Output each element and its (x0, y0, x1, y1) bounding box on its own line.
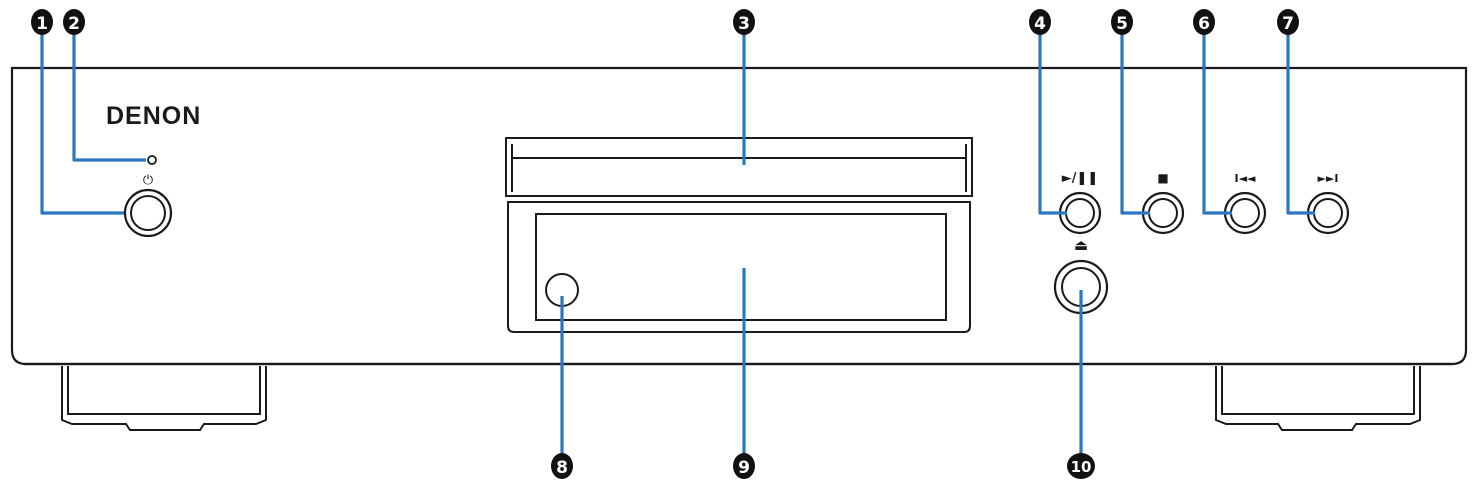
callout-9: 9 (733, 453, 755, 479)
svg-text:8: 8 (556, 458, 568, 478)
play-pause-group: ►/❚❚ (1058, 171, 1102, 235)
previous-group: I◄◄ (1223, 172, 1267, 235)
callout-3: 3 (733, 9, 755, 35)
callout-5: 5 (1111, 9, 1133, 35)
power-indicator-led (147, 155, 157, 165)
leader-6 (1202, 34, 1232, 215)
play-pause-icon: ►/❚❚ (1062, 171, 1099, 186)
svg-text:6: 6 (1198, 14, 1210, 34)
foot-left (61, 366, 267, 431)
leader-1 (40, 34, 124, 215)
svg-text:10: 10 (1071, 458, 1092, 476)
callout-8: 8 (551, 453, 573, 479)
leader-lines (40, 34, 1315, 456)
stop-group: ■ (1141, 171, 1185, 235)
leader-2 (72, 34, 146, 162)
denon-logo: DENON (106, 102, 201, 130)
callout-4: 4 (1029, 9, 1051, 35)
callout-10: 10 (1067, 453, 1095, 479)
leader-5 (1120, 34, 1150, 215)
callout-7: 7 (1277, 9, 1299, 35)
callout-1: 1 (31, 9, 53, 35)
svg-text:9: 9 (738, 458, 750, 478)
disc-tray[interactable] (505, 137, 973, 197)
svg-text:7: 7 (1282, 14, 1294, 34)
display-window (507, 201, 971, 333)
chassis (10, 66, 1468, 366)
eject-icon: ⏏ (1074, 236, 1088, 254)
leader-7 (1286, 34, 1315, 215)
foot-right (1215, 366, 1421, 431)
next-group: ►►I (1306, 172, 1350, 235)
svg-text:3: 3 (738, 14, 750, 34)
skip-forward-icon: ►►I (1317, 172, 1338, 185)
callout-6: 6 (1193, 9, 1215, 35)
skip-back-icon: I◄◄ (1234, 172, 1256, 185)
svg-text:1: 1 (36, 14, 48, 34)
power-button[interactable] (123, 188, 173, 238)
callout-2: 2 (63, 9, 85, 35)
svg-text:5: 5 (1116, 14, 1128, 34)
svg-text:2: 2 (68, 14, 80, 34)
callout-badges: 1 2 3 4 5 6 7 8 (31, 9, 1299, 479)
power-icon: ⏻ (143, 173, 153, 188)
stop-icon: ■ (1157, 171, 1168, 185)
svg-text:4: 4 (1034, 14, 1046, 34)
leader-4 (1038, 34, 1067, 215)
